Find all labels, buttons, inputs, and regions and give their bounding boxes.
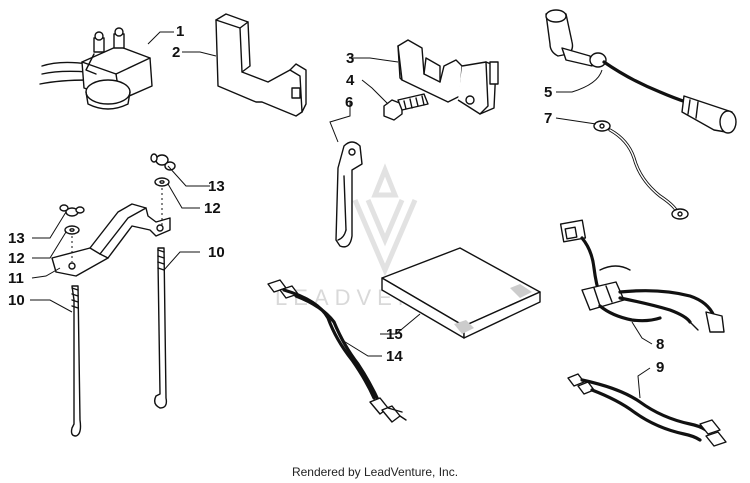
part-6-strap bbox=[335, 141, 363, 248]
footer-credit: Rendered by LeadVenture, Inc. bbox=[291, 465, 459, 479]
part-8-harness bbox=[559, 219, 725, 333]
leader-lines bbox=[30, 31, 653, 399]
callout-15: 15 bbox=[386, 326, 403, 343]
part-10-rod-right bbox=[153, 247, 168, 409]
callout-4: 4 bbox=[346, 72, 355, 89]
part-12-washer-right bbox=[154, 177, 170, 187]
callout-10-right: 10 bbox=[208, 244, 225, 261]
part-12-washer-left bbox=[64, 225, 80, 235]
callout-14: 14 bbox=[386, 348, 403, 365]
part-14-wire bbox=[267, 279, 407, 423]
part-15-pad bbox=[381, 247, 541, 339]
callouts: 1 2 3 4 6 5 7 13 12 10 13 12 11 10 15 14… bbox=[8, 23, 664, 376]
part-11-holddown bbox=[51, 203, 171, 277]
part-13-wingnut-left bbox=[59, 204, 85, 217]
callout-7: 7 bbox=[544, 110, 552, 127]
callout-9: 9 bbox=[656, 359, 664, 376]
callout-1: 1 bbox=[176, 23, 184, 40]
callout-6: 6 bbox=[345, 94, 353, 111]
callout-11: 11 bbox=[8, 270, 24, 287]
part-3-bracket bbox=[397, 39, 499, 115]
part-9-wire bbox=[567, 373, 727, 447]
callout-2: 2 bbox=[172, 44, 180, 61]
part-5-cable bbox=[545, 9, 737, 134]
part-7-strap bbox=[593, 120, 689, 220]
callout-10-left: 10 bbox=[8, 292, 25, 309]
callout-13-left: 13 bbox=[8, 230, 25, 247]
part-10-rod-left bbox=[70, 285, 82, 437]
part-2-bracket bbox=[215, 13, 307, 117]
watermark-logo-icon bbox=[352, 163, 418, 277]
callout-5: 5 bbox=[544, 84, 552, 101]
callout-3: 3 bbox=[346, 50, 354, 67]
callout-8: 8 bbox=[656, 336, 664, 353]
part-13-wingnut-right bbox=[150, 153, 176, 171]
part-1-solenoid bbox=[39, 27, 153, 110]
callout-12-left: 12 bbox=[8, 250, 25, 267]
callout-12-right: 12 bbox=[204, 200, 221, 217]
part-4-bolt bbox=[383, 93, 429, 121]
callout-13-right: 13 bbox=[208, 178, 225, 195]
